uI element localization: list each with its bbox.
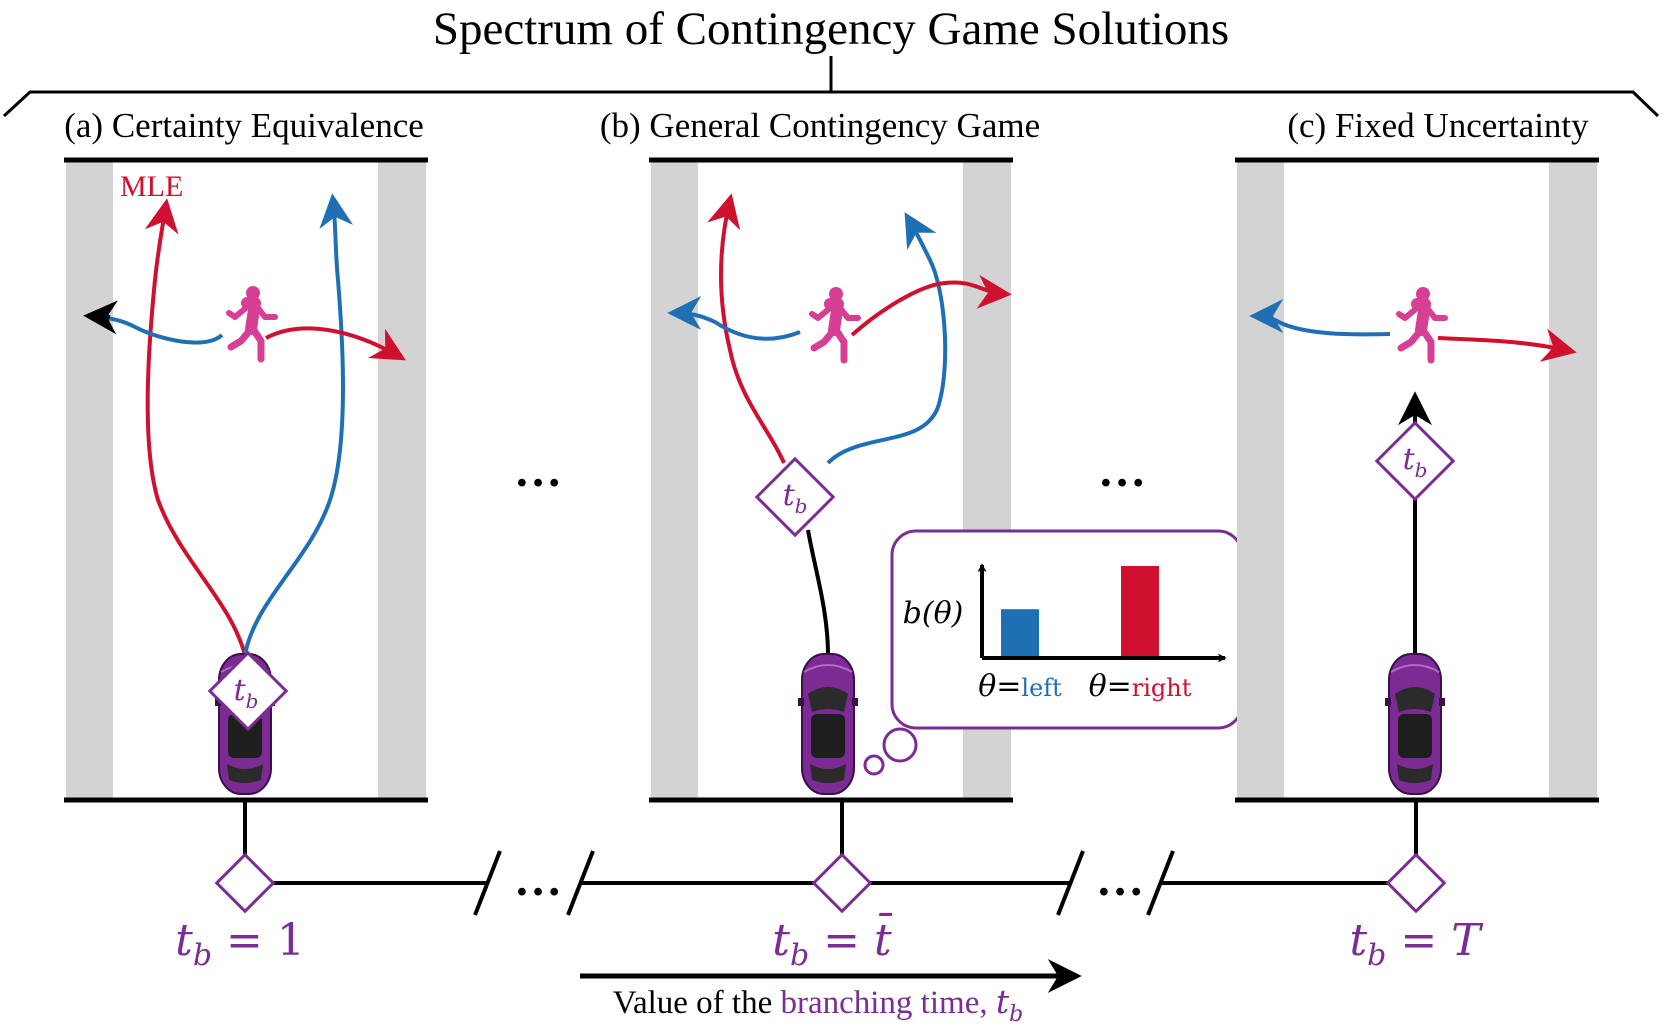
ego-trajectory bbox=[806, 529, 830, 656]
pedestrian-blue-path bbox=[1249, 299, 1391, 337]
belief-tick-right: θ=right bbox=[1089, 669, 1192, 704]
thought-bubble-medium bbox=[882, 727, 918, 763]
car-icon bbox=[1384, 653, 1446, 795]
axis-ellipsis-1: … bbox=[514, 853, 562, 906]
belief-bar-right bbox=[1121, 566, 1159, 656]
car-icon bbox=[797, 653, 859, 795]
mle-label: MLE bbox=[120, 170, 183, 203]
branch-node bbox=[754, 456, 836, 538]
axis-caption: Value of the branching time, tb bbox=[613, 982, 1023, 1027]
panel-a: MLE tb bbox=[64, 157, 428, 803]
road-edge-right bbox=[1549, 160, 1597, 799]
thought-bubble-small bbox=[863, 754, 885, 776]
axis-value-a: tb = 1 bbox=[175, 915, 305, 973]
ellipsis-ab: … bbox=[514, 444, 562, 497]
axis-node-c bbox=[1385, 852, 1447, 914]
belief-tick-left: θ=left bbox=[978, 669, 1062, 704]
ellipsis-bc: … bbox=[1098, 444, 1146, 497]
road-edge-right bbox=[378, 160, 426, 799]
pedestrian-icon bbox=[229, 286, 275, 359]
pedestrian-black-arrow bbox=[83, 300, 119, 335]
red-trajectory bbox=[707, 193, 786, 464]
branching-axis: … … tb = 1 tb = t̄ tb = T Value of the b… bbox=[175, 800, 1484, 1027]
title-brace bbox=[2, 56, 1660, 118]
road-edge-left bbox=[651, 160, 698, 799]
axis-value-c: tb = T bbox=[1349, 915, 1484, 973]
axis-node-b bbox=[811, 852, 873, 914]
belief-bar-left bbox=[1001, 609, 1039, 656]
pedestrian-blue-path bbox=[667, 296, 801, 341]
panel-a-title: (a) Certainty Equivalence bbox=[64, 106, 424, 145]
blue-trajectory bbox=[243, 193, 354, 656]
road-edge-left bbox=[1237, 160, 1284, 799]
axis-break-3 bbox=[1056, 850, 1085, 916]
panel-b: tb b(θ) θ=left θ=right bbox=[649, 157, 1244, 803]
pedestrian-icon bbox=[812, 287, 858, 360]
axis-ellipsis-2: … bbox=[1096, 853, 1144, 906]
panel-b-title: (b) General Contingency Game bbox=[600, 106, 1040, 145]
road-edge-left bbox=[66, 160, 113, 799]
axis-break-1 bbox=[473, 850, 502, 916]
pedestrian-red-path bbox=[850, 274, 1012, 337]
branch-node bbox=[207, 650, 289, 732]
pedestrian-red-path bbox=[265, 326, 406, 361]
belief-chart: b(θ) θ=left θ=right bbox=[890, 529, 1244, 730]
pedestrian-icon bbox=[1399, 287, 1445, 360]
red-trajectory bbox=[144, 198, 247, 656]
branch-node bbox=[1374, 420, 1456, 502]
belief-y-label: b(θ) bbox=[903, 596, 964, 631]
figure-title: Spectrum of Contingency Game Solutions bbox=[433, 3, 1229, 55]
panel-c: tb bbox=[1235, 157, 1599, 803]
axis-node-a bbox=[214, 852, 276, 914]
panel-c-title: (c) Fixed Uncertainty bbox=[1287, 106, 1589, 145]
axis-value-b: tb = t̄ bbox=[772, 911, 892, 973]
pedestrian-red-path bbox=[1437, 328, 1577, 362]
belief-bars bbox=[1001, 566, 1159, 656]
blue-trajectory bbox=[826, 212, 948, 465]
